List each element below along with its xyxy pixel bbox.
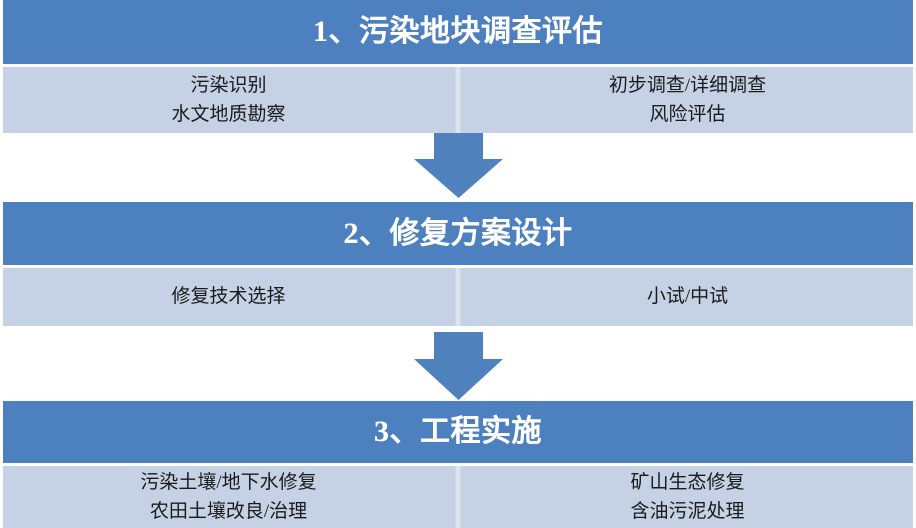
stage-3-title: 3、工程实施 bbox=[374, 415, 542, 448]
down-arrow-icon bbox=[414, 133, 503, 198]
list-item: 水文地质勘察 bbox=[171, 104, 286, 125]
down-arrow-icon bbox=[414, 332, 503, 400]
connector-arrow-2 bbox=[414, 332, 503, 400]
flow-stage-3: 3、工程实施 污染土壤/地下水修复 农田土壤改良/治理 矿山生态修复 含油污泥处… bbox=[3, 401, 913, 528]
stage-2-title: 2、修复方案设计 bbox=[343, 216, 573, 250]
stage-3-header: 3、工程实施 bbox=[3, 401, 913, 463]
list-item: 风险评估 bbox=[649, 104, 726, 125]
stage-3-left-column: 污染土壤/地下水修复 农田土壤改良/治理 bbox=[3, 466, 458, 528]
flow-stage-2: 2、修复方案设计 修复技术选择 小试/中试 bbox=[3, 202, 913, 326]
column-divider bbox=[455, 466, 461, 528]
list-item: 小试/中试 bbox=[646, 286, 729, 308]
list-item: 初步调查/详细调查 bbox=[608, 74, 767, 96]
column-divider bbox=[455, 268, 461, 326]
stage-1-header: 1、污染地块调查评估 bbox=[3, 0, 913, 64]
stage-1-left-column: 污染识别 水文地质勘察 bbox=[3, 67, 458, 133]
list-item: 修复技术选择 bbox=[171, 286, 286, 308]
list-item: 矿山生态修复 bbox=[630, 471, 745, 493]
column-divider bbox=[455, 67, 461, 133]
list-item: 污染土壤/地下水修复 bbox=[140, 471, 317, 493]
stage-1-body: 污染识别 水文地质勘察 初步调查/详细调查 风险评估 bbox=[3, 67, 913, 133]
stage-2-body: 修复技术选择 小试/中试 bbox=[3, 268, 913, 326]
stage-2-right-column: 小试/中试 bbox=[458, 268, 913, 326]
stage-1-title: 1、污染地块调查评估 bbox=[313, 15, 603, 48]
stage-3-body: 污染土壤/地下水修复 农田土壤改良/治理 矿山生态修复 含油污泥处理 bbox=[3, 466, 913, 528]
flow-stage-1: 1、污染地块调查评估 污染识别 水文地质勘察 初步调查/详细调查 风险评估 bbox=[3, 0, 913, 133]
list-item: 含油污泥处理 bbox=[630, 501, 745, 522]
list-item: 污染识别 bbox=[190, 74, 267, 96]
stage-1-right-column: 初步调查/详细调查 风险评估 bbox=[458, 67, 913, 133]
stage-2-header: 2、修复方案设计 bbox=[3, 202, 913, 265]
list-item: 农田土壤改良/治理 bbox=[149, 501, 308, 522]
stage-2-left-column: 修复技术选择 bbox=[3, 268, 458, 326]
stage-3-right-column: 矿山生态修复 含油污泥处理 bbox=[458, 466, 913, 528]
connector-arrow-1 bbox=[414, 133, 503, 198]
